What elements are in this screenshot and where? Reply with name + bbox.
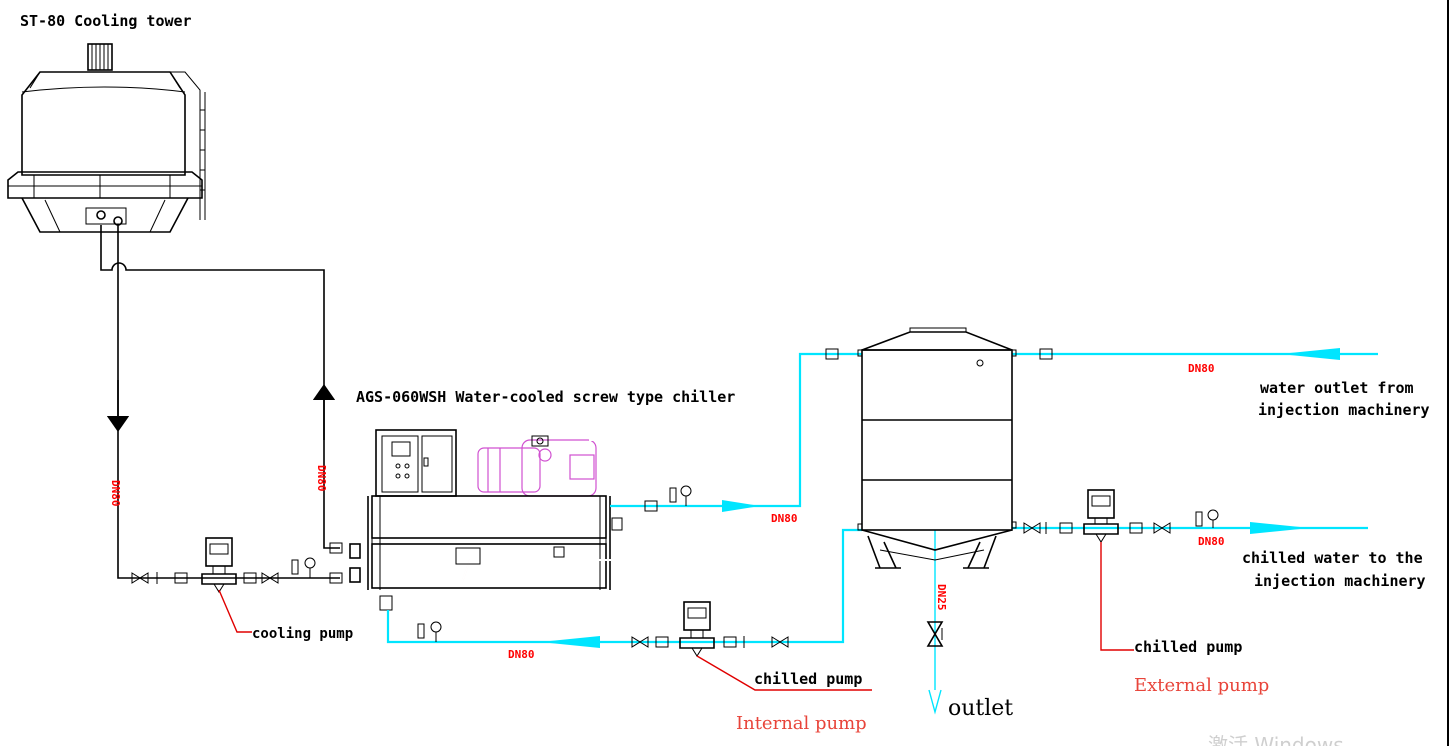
cooling-tower <box>7 43 206 233</box>
windows-watermark: 激活 Windows <box>1208 733 1344 746</box>
internal-chilled-pump-label: chilled pump <box>754 670 862 688</box>
cooling-pump-leader <box>218 589 252 633</box>
outlet-label: outlet <box>948 696 1013 721</box>
chilled-water-label-line1: chilled water to the <box>1242 549 1423 567</box>
pipe-size-cooling-supply: DN80 <box>109 480 122 507</box>
cooling-pump-label: cooling pump <box>252 626 353 642</box>
water-outlet-label-line1: water outlet from <box>1260 379 1414 397</box>
pipe-size-cooling-return: DN80 <box>315 465 328 492</box>
pipe-size-drain: DN25 <box>935 584 948 611</box>
pipe-size-return-in: DN80 <box>1188 362 1215 375</box>
pipe-size-supply-out: DN80 <box>1198 535 1225 548</box>
pipe-size-chiller-inlet: DN80 <box>508 648 535 661</box>
diagram-title: ST-80 Cooling tower <box>20 12 192 30</box>
chilled-water-label-line2: injection machinery <box>1254 572 1426 590</box>
compressor <box>477 435 597 497</box>
pipe-size-chiller-outlet: DN80 <box>771 512 798 525</box>
external-pump-caption: External pump <box>1134 675 1269 696</box>
chiller-label: AGS-060WSH Water-cooled screw type chill… <box>356 388 735 406</box>
internal-pump-leader <box>696 655 872 691</box>
storage-tank <box>857 327 1017 569</box>
cooling-water-loop <box>100 225 343 593</box>
chilled-water-loop <box>386 348 1378 715</box>
internal-chilled-pump <box>679 601 715 657</box>
external-chilled-pump <box>1083 489 1119 543</box>
chiller-unit <box>349 429 633 611</box>
water-outlet-label-line2: injection machinery <box>1258 401 1430 419</box>
external-chilled-pump-label: chilled pump <box>1134 638 1242 656</box>
cooling-pump <box>201 537 237 593</box>
internal-pump-caption: Internal pump <box>736 713 867 734</box>
external-pump-leader <box>1100 542 1134 651</box>
